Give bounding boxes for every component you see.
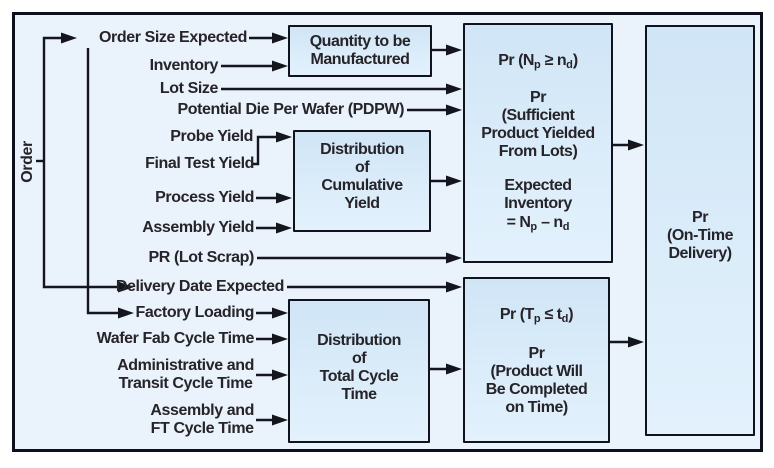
- label-factory-loading: Factory Loading: [135, 304, 255, 321]
- arrowhead: [118, 307, 134, 319]
- box-text-line: Distribution: [317, 332, 401, 349]
- box-text-line: of: [351, 350, 367, 367]
- box-text-line: (Sufficient: [501, 107, 575, 124]
- box-text-line: Time: [341, 386, 377, 403]
- box-text-line: Manufactured: [310, 51, 410, 68]
- box-text-line: Expected: [504, 177, 572, 194]
- label-pdpw: Potential Die Per Wafer (PDPW): [177, 101, 404, 118]
- label-admin-transit-cycle-time: Administrative and Transit Cycle Time: [117, 357, 254, 393]
- box-text-line: From Lots): [498, 143, 578, 160]
- box-pr-completed-on-time: Pr (Tp ≤ td) Pr (Product Will Be Complet…: [463, 277, 610, 443]
- arrowhead: [118, 281, 134, 293]
- arrowhead: [446, 252, 462, 264]
- label-lot-size: Lot Size: [159, 80, 219, 97]
- box-text-line: (On-Time: [667, 226, 733, 244]
- arrowhead: [276, 192, 292, 204]
- label-assembly-ft-cycle-time: Assembly and FT Cycle Time: [150, 402, 254, 438]
- box-text-line: Quantity to be: [309, 33, 411, 50]
- arrowhead: [628, 336, 644, 348]
- arrowhead: [276, 131, 292, 143]
- box-text-line: Delivery): [668, 244, 732, 262]
- label-order: Order: [19, 141, 36, 183]
- label-pr-lot-scrap: PR (Lot Scrap): [148, 249, 254, 266]
- label-final-test-yield: Final Test Yield: [145, 155, 254, 172]
- arrowhead: [446, 175, 462, 187]
- label-assembly-yield: Assembly Yield: [142, 219, 254, 236]
- label-line: Assembly and: [150, 402, 254, 419]
- arrowhead: [446, 104, 462, 116]
- label-wafer-fab-cycle-time: Wafer Fab Cycle Time: [96, 330, 255, 347]
- wire-order-to-factory-loading: [86, 48, 121, 315]
- formula-np-ge-nd: Pr (Np ≥ nd): [498, 52, 578, 71]
- box-text-line: Product Yielded: [481, 125, 595, 142]
- label-order-size-expected: Order Size Expected: [98, 29, 247, 46]
- arrowhead: [446, 363, 462, 375]
- box-quantity-to-be-manufactured: Quantity to be Manufactured: [288, 25, 432, 77]
- arrowhead: [446, 83, 462, 95]
- box-distribution-total-cycle-time: Distribution of Total Cycle Time: [288, 299, 430, 443]
- label-line: FT Cycle Time: [150, 420, 254, 437]
- arrowhead: [272, 32, 288, 44]
- label-inventory: Inventory: [149, 57, 219, 74]
- box-text-line: Inventory: [504, 195, 572, 212]
- arrowhead: [272, 307, 288, 319]
- arrowhead: [61, 32, 77, 44]
- box-text-line: Yield: [344, 195, 380, 212]
- box-text-line: of: [354, 159, 370, 176]
- arrowhead: [446, 44, 462, 56]
- box-pr-sufficient-product: Pr (Np ≥ nd) Pr (Sufficient Product Yiel…: [463, 23, 613, 263]
- box-text-line: Total Cycle: [319, 368, 399, 385]
- label-probe-yield: Probe Yield: [170, 128, 253, 145]
- box-text-line: Be Completed: [485, 381, 588, 398]
- box-text-line: Pr: [528, 345, 545, 362]
- box-pr-on-time-delivery: Pr (On-Time Delivery): [645, 25, 755, 436]
- arrowhead: [272, 369, 288, 381]
- formula-np-minus-nd: = Np – nd: [506, 214, 570, 233]
- box-text-line: Distribution: [320, 141, 404, 158]
- box-distribution-cumulative-yield: Distribution of Cumulative Yield: [293, 130, 431, 232]
- arrowhead: [276, 222, 292, 234]
- box-text-line: Pr: [692, 208, 708, 226]
- box-text-line: on Time): [505, 399, 568, 416]
- arrowhead: [446, 281, 462, 293]
- box-text-line: (Product Will: [490, 363, 583, 380]
- box-text-line: Pr: [530, 89, 546, 106]
- label-process-yield: Process Yield: [155, 189, 254, 206]
- label-line: Administrative and: [117, 357, 254, 374]
- box-text-line: Cumulative: [321, 177, 403, 194]
- arrowhead: [272, 60, 288, 72]
- label-delivery-date-expected: Delivery Date Expected: [115, 278, 285, 295]
- wire-order-branch: [42, 36, 121, 289]
- formula-tp-le-td: Pr (Tp ≤ td): [499, 306, 574, 325]
- arrowhead: [272, 414, 288, 426]
- label-line: Transit Cycle Time: [118, 375, 253, 392]
- arrowhead: [628, 139, 644, 151]
- wire-yield-bracket: [253, 135, 278, 166]
- arrowhead: [272, 333, 288, 345]
